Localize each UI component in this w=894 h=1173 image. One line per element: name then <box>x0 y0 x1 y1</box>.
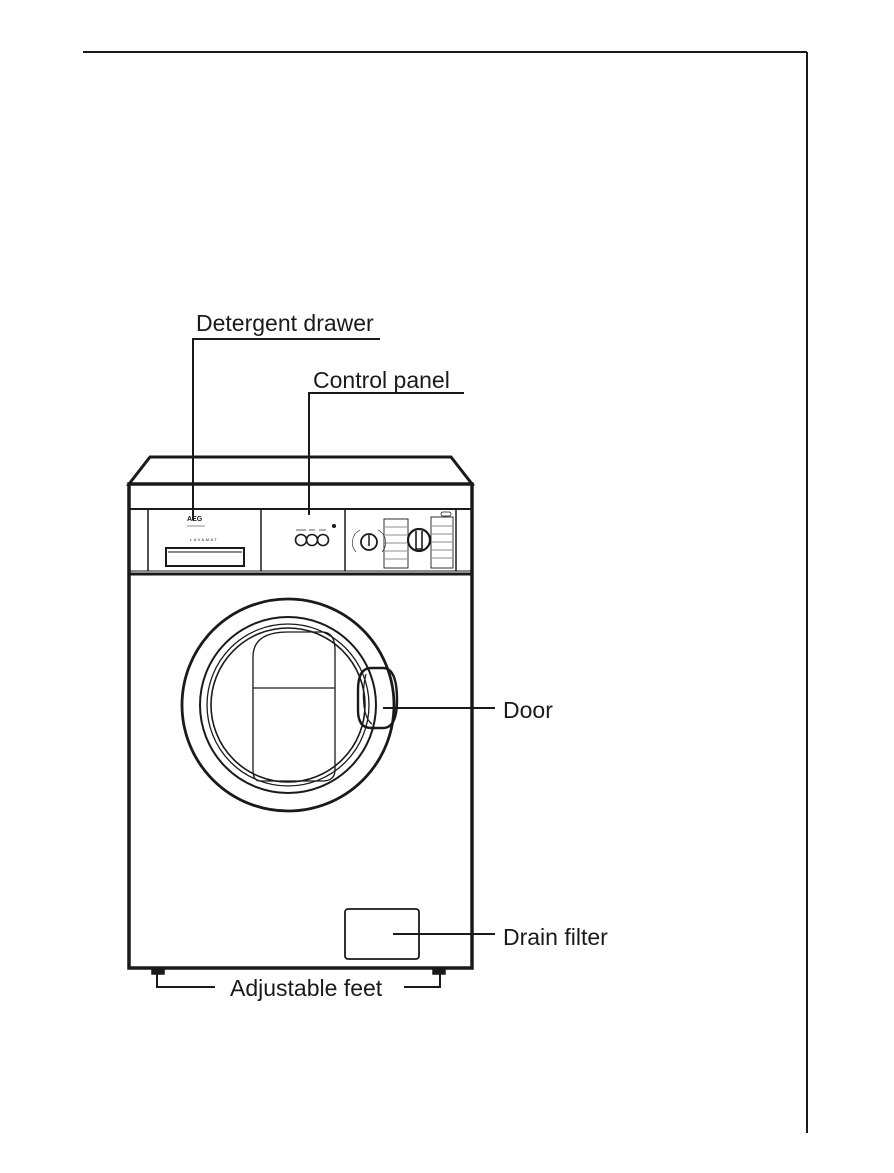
indicator-light <box>333 525 336 528</box>
machine-body <box>129 484 472 968</box>
machine-top <box>129 457 472 484</box>
detergent-drawer-handle <box>166 548 244 566</box>
program-button[interactable] <box>318 535 329 546</box>
program-dial[interactable] <box>408 529 430 551</box>
program-list-left <box>384 519 408 568</box>
door-rim <box>200 617 376 793</box>
adjustable-feet-leader-left <box>157 974 215 987</box>
brand-logo: AEG <box>187 516 203 523</box>
drain-filter-label: Drain filter <box>503 926 608 949</box>
dial-scale <box>378 530 386 552</box>
adjustable-foot-left <box>152 969 164 974</box>
control-panel-label: Control panel <box>313 369 450 392</box>
door-rim-inner <box>207 624 369 786</box>
program-dial-knob <box>416 531 422 549</box>
door-glass <box>211 628 365 782</box>
adjustable-feet-leader-right <box>404 974 440 987</box>
energy-badge <box>441 512 451 516</box>
detergent-drawer-label: Detergent drawer <box>196 312 374 335</box>
adjustable-foot-right <box>433 969 445 974</box>
control-panel-leader <box>309 393 464 515</box>
door-label: Door <box>503 699 553 722</box>
program-button[interactable] <box>307 535 318 546</box>
program-list-right <box>431 517 453 568</box>
dial-scale <box>352 530 360 552</box>
model-name: LAVAMAT <box>190 537 218 542</box>
program-button[interactable] <box>296 535 307 546</box>
door-outer-ring <box>182 599 394 811</box>
adjustable-feet-label: Adjustable feet <box>230 977 382 1000</box>
door-glass-window <box>253 632 335 781</box>
